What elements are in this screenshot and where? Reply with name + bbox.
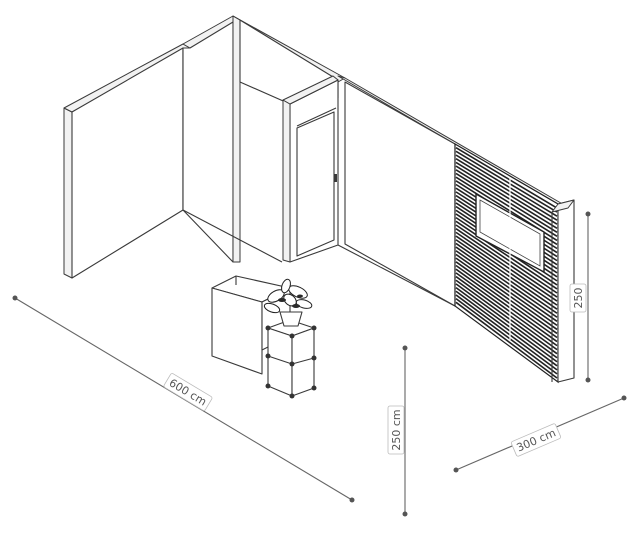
slat-line [455, 301, 558, 379]
dimension-depth: 300 cm [453, 395, 627, 473]
plant-icon [263, 278, 313, 314]
dimension-height-front: 250 cm [387, 345, 408, 517]
end-wall [551, 199, 575, 383]
slat-line [455, 253, 558, 327]
door-handle-icon [334, 174, 337, 182]
slat-line [455, 158, 558, 221]
slat-line [455, 268, 558, 343]
slat-line [455, 250, 558, 322]
back-wall [182, 15, 283, 263]
slat-line [455, 165, 558, 229]
slat-line [455, 279, 558, 355]
slat-line [455, 272, 558, 347]
slat-line [455, 228, 558, 298]
side-wall [337, 75, 567, 307]
slat-line [455, 246, 558, 318]
left-wall [63, 43, 191, 279]
slat-line [455, 231, 558, 302]
slat-line [455, 294, 558, 371]
slat-line [455, 286, 558, 363]
slat-line [455, 297, 558, 375]
plant-display [263, 278, 317, 399]
height-front-label: 250 cm [390, 409, 403, 450]
slat-wall-panel [454, 142, 559, 384]
slat-line [455, 154, 558, 217]
slat-line [455, 150, 558, 213]
slat-line [455, 220, 558, 290]
slat-line [455, 264, 558, 339]
slat-line [455, 239, 558, 310]
connector-icon [265, 325, 271, 331]
slat-line [455, 242, 558, 314]
depth-label: 300 cm [515, 426, 558, 454]
slat-line [455, 235, 558, 306]
slat-line [455, 146, 558, 209]
slat-line [455, 290, 558, 367]
slat-line [455, 224, 558, 294]
dimension-height-side: 250 [569, 211, 591, 383]
slat-line [455, 172, 558, 238]
slat-line [455, 275, 558, 351]
storage-door [296, 111, 335, 257]
slat-line [455, 161, 558, 225]
height-side-label: 250 [572, 288, 585, 309]
slat-line [455, 283, 558, 359]
storage-room [232, 15, 346, 263]
slat-line [455, 169, 558, 233]
slat-line [455, 261, 558, 335]
slat-line [455, 257, 558, 331]
